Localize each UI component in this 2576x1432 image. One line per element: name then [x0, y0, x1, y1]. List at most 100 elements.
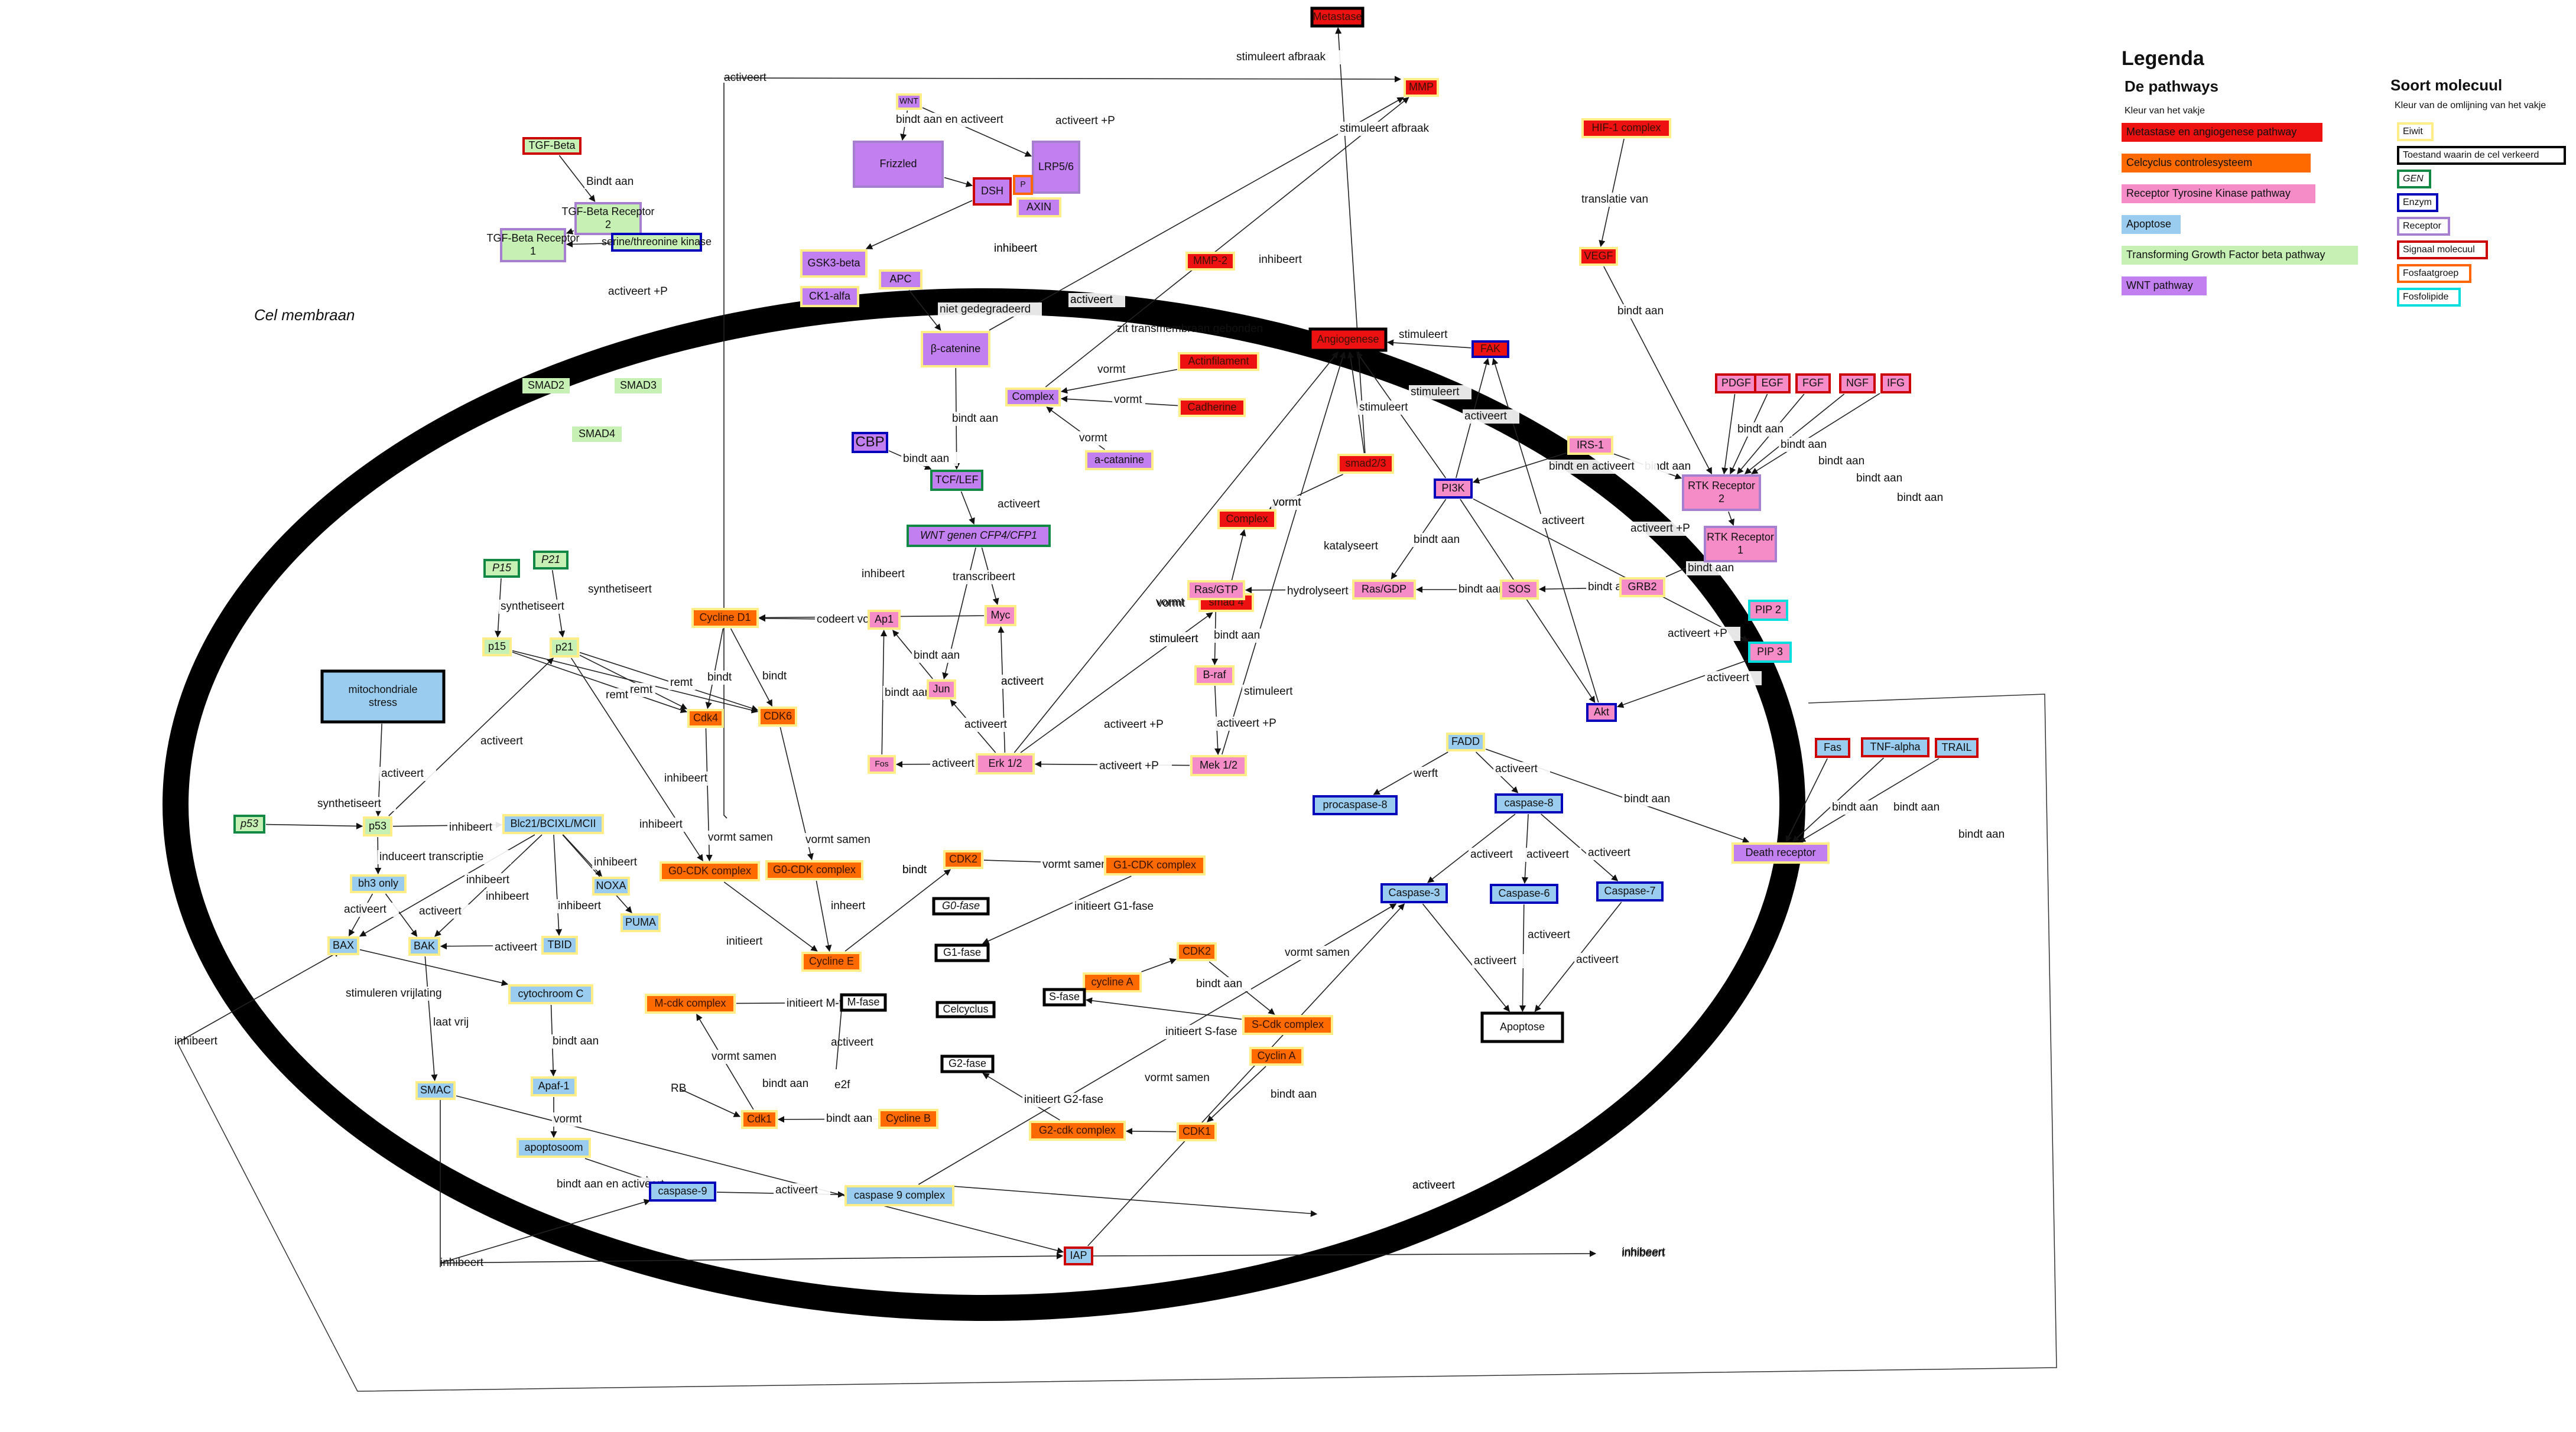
node-bh3[interactable]: bh3 only — [350, 874, 407, 893]
node-bcl21[interactable]: Blc21/BCIXL/MCII — [502, 814, 604, 834]
node-casp9[interactable]: caspase-9 — [649, 1182, 716, 1202]
node-mcdk[interactable]: M-cdk complex — [645, 994, 736, 1014]
node-g0cdk1[interactable]: G0-CDK complex — [660, 861, 760, 881]
node-angiogenese[interactable]: Angiogenese — [1308, 327, 1388, 352]
node-g2cdk[interactable]: G2-cdk complex — [1029, 1121, 1126, 1141]
node-jun[interactable]: Jun — [927, 679, 956, 699]
node-egf[interactable]: EGF — [1754, 373, 1791, 393]
node-procasp8[interactable]: procaspase-8 — [1313, 795, 1398, 815]
node-casp9c[interactable]: caspase 9 complex — [844, 1185, 954, 1206]
node-fak[interactable]: FAK — [1471, 340, 1509, 358]
node-tbid[interactable]: TBID — [541, 936, 578, 955]
node-cbp[interactable]: CBP — [852, 432, 888, 453]
node-apc[interactable]: APC — [879, 269, 922, 289]
node-apaf1[interactable]: Apaf-1 — [531, 1076, 577, 1096]
node-ap1[interactable]: Ap1 — [868, 610, 901, 630]
node-fadd[interactable]: FADD — [1446, 733, 1485, 751]
node-g0fase[interactable]: G0-fase — [932, 897, 990, 916]
node-pdgf[interactable]: PDGF — [1715, 373, 1758, 393]
node-noxa[interactable]: NOXA — [592, 877, 630, 896]
node-fas[interactable]: Fas — [1815, 738, 1850, 758]
node-lrp56[interactable]: LRP5/6 — [1032, 141, 1080, 194]
node-iap[interactable]: IAP — [1064, 1247, 1093, 1265]
node-braf[interactable]: B-raf — [1194, 665, 1235, 685]
node-apoptosoom[interactable]: apoptosoom — [517, 1138, 591, 1158]
node-p15[interactable]: p15 — [482, 637, 512, 656]
node-mmp2[interactable]: MMP-2 — [1185, 252, 1235, 271]
node-akt[interactable]: Akt — [1586, 703, 1617, 722]
node-cdk1a[interactable]: Cdk1 — [741, 1110, 778, 1129]
node-ck1[interactable]: CK1-alfa — [800, 286, 859, 307]
node-mfase[interactable]: M-fase — [840, 993, 887, 1012]
node-cdk2b[interactable]: CDK2 — [1177, 942, 1217, 961]
node-rasgtp[interactable]: Ras/GTP — [1187, 580, 1245, 600]
node-mmp[interactable]: MMP — [1404, 78, 1439, 97]
node-smac[interactable]: SMAC — [415, 1081, 456, 1100]
node-fos[interactable]: Fos — [868, 755, 896, 774]
node-myc[interactable]: Myc — [985, 605, 1016, 626]
node-actinfilament[interactable]: Actinfilament — [1178, 352, 1259, 371]
node-p15gen[interactable]: P15 — [483, 559, 520, 578]
node-tcflef[interactable]: TCF/LEF — [930, 470, 983, 491]
node-wnt[interactable]: WNT — [896, 93, 922, 110]
node-cytc[interactable]: cytochroom C — [508, 984, 593, 1004]
node-p21gen[interactable]: P21 — [533, 551, 569, 569]
node-scdk[interactable]: S-Cdk complex — [1242, 1015, 1333, 1035]
node-casp7[interactable]: Caspase-7 — [1596, 881, 1664, 901]
node-cyclinea[interactable]: cycline A — [1083, 972, 1142, 992]
node-acat[interactable]: a-catanine — [1085, 450, 1154, 470]
node-cadherine[interactable]: Cadherine — [1178, 398, 1246, 417]
node-bax[interactable]: BAX — [327, 936, 359, 955]
node-puma[interactable]: PUMA — [621, 913, 661, 932]
node-bcat[interactable]: β-catenine — [921, 331, 990, 367]
node-mek[interactable]: Mek 1/2 — [1190, 755, 1247, 776]
node-cdk6[interactable]: CDK6 — [758, 707, 797, 727]
node-cyclineb[interactable]: Cycline B — [878, 1109, 938, 1129]
node-deathr[interactable]: Death receptor — [1732, 842, 1830, 864]
node-cdk1b[interactable]: CDK1 — [1177, 1122, 1217, 1141]
node-trail[interactable]: TRAIL — [1935, 738, 1979, 758]
node-smad3[interactable]: SMAD3 — [615, 378, 662, 393]
node-hif1[interactable]: HIF-1 complex — [1581, 118, 1671, 138]
node-smad4[interactable]: SMAD4 — [572, 427, 622, 442]
node-bak[interactable]: BAK — [408, 937, 440, 956]
node-smad23[interactable]: smad2/3 — [1337, 454, 1394, 474]
node-cdk2a[interactable]: CDK2 — [943, 850, 983, 869]
node-g1cdk[interactable]: G1-CDK complex — [1104, 855, 1206, 876]
node-tnfa[interactable]: TNF-alpha — [1861, 737, 1929, 757]
node-g2fase[interactable]: G2-fase — [940, 1055, 995, 1073]
node-complex_m[interactable]: Complex — [1217, 509, 1276, 529]
node-pi3k[interactable]: PI3K — [1434, 479, 1473, 499]
node-p53gen[interactable]: p53 — [233, 815, 265, 834]
node-casp8[interactable]: caspase-8 — [1495, 793, 1563, 813]
node-cdk4[interactable]: Cdk4 — [687, 709, 724, 728]
node-apoptose[interactable]: Apoptose — [1480, 1011, 1564, 1043]
node-ngf[interactable]: NGF — [1839, 373, 1876, 393]
node-irs1[interactable]: IRS-1 — [1567, 436, 1613, 455]
node-dsh[interactable]: DSH — [973, 177, 1012, 206]
node-cyclined1[interactable]: Cycline D1 — [691, 608, 759, 628]
node-g1fase[interactable]: G1-fase — [934, 943, 990, 962]
node-pip2[interactable]: PIP 2 — [1748, 600, 1788, 621]
node-erk[interactable]: Erk 1/2 — [976, 753, 1035, 774]
node-p53[interactable]: p53 — [363, 816, 392, 837]
node-vegf[interactable]: VEGF — [1579, 247, 1618, 266]
node-sos[interactable]: SOS — [1500, 580, 1539, 600]
node-complex_w[interactable]: Complex — [1005, 388, 1061, 406]
node-frizzled[interactable]: Frizzled — [853, 141, 944, 188]
node-g0cdk2[interactable]: G0-CDK complex — [765, 860, 863, 880]
node-p_wnt[interactable]: P — [1013, 175, 1033, 195]
node-tgfb[interactable]: TGF-Beta — [522, 137, 582, 155]
node-grb2[interactable]: GRB2 — [1619, 577, 1665, 597]
node-smad2[interactable]: SMAD2 — [522, 378, 570, 393]
node-cyclinee[interactable]: Cycline E — [801, 952, 862, 972]
node-celcyclus[interactable]: Celcyclus — [935, 1001, 996, 1018]
node-pip3[interactable]: PIP 3 — [1748, 642, 1792, 663]
node-serthr[interactable]: serine/threonine kinase — [602, 233, 712, 252]
node-casp3[interactable]: Caspase-3 — [1380, 883, 1448, 903]
node-casp6[interactable]: Caspase-6 — [1490, 884, 1558, 904]
